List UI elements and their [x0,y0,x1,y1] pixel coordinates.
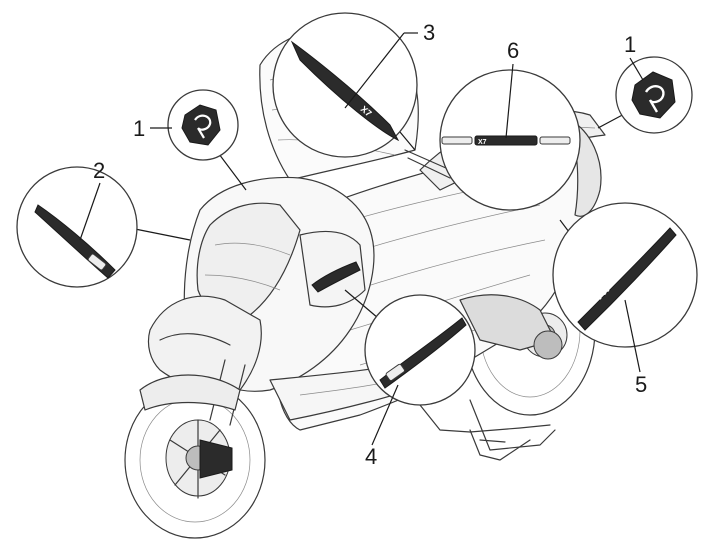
piaggio-logo-icon [181,104,221,146]
detail-side-decal-left [344,289,476,406]
detail-logo-badge-right [597,56,693,134]
callout-4: 4 [365,384,399,469]
callout-number: 3 [423,20,435,45]
callout-number: 1 [133,116,145,141]
callout-1-right: 1 [624,32,644,81]
detail-logo-badge-left [167,89,247,191]
detail-rear-stripe: X7 [439,69,581,211]
detail-side-decal-right: X7 [552,202,698,348]
detail-windscreen-decal: X7 [272,12,418,158]
callout-number: 6 [507,38,519,63]
callout-number: 1 [624,32,636,57]
callout-number: 4 [365,444,377,469]
callout-2: 2 [79,158,105,241]
piaggio-logo-icon [631,71,676,119]
callout-number: 2 [93,158,105,183]
callout-1-left: 1 [133,116,172,141]
callout-3: 3 [344,20,435,109]
callout-number: 5 [635,372,647,397]
detail-front-stripe [16,166,191,288]
callout-5: 5 [624,299,647,397]
callout-6: 6 [505,38,519,139]
rear-stripe-decal-text: X7 [478,139,487,146]
